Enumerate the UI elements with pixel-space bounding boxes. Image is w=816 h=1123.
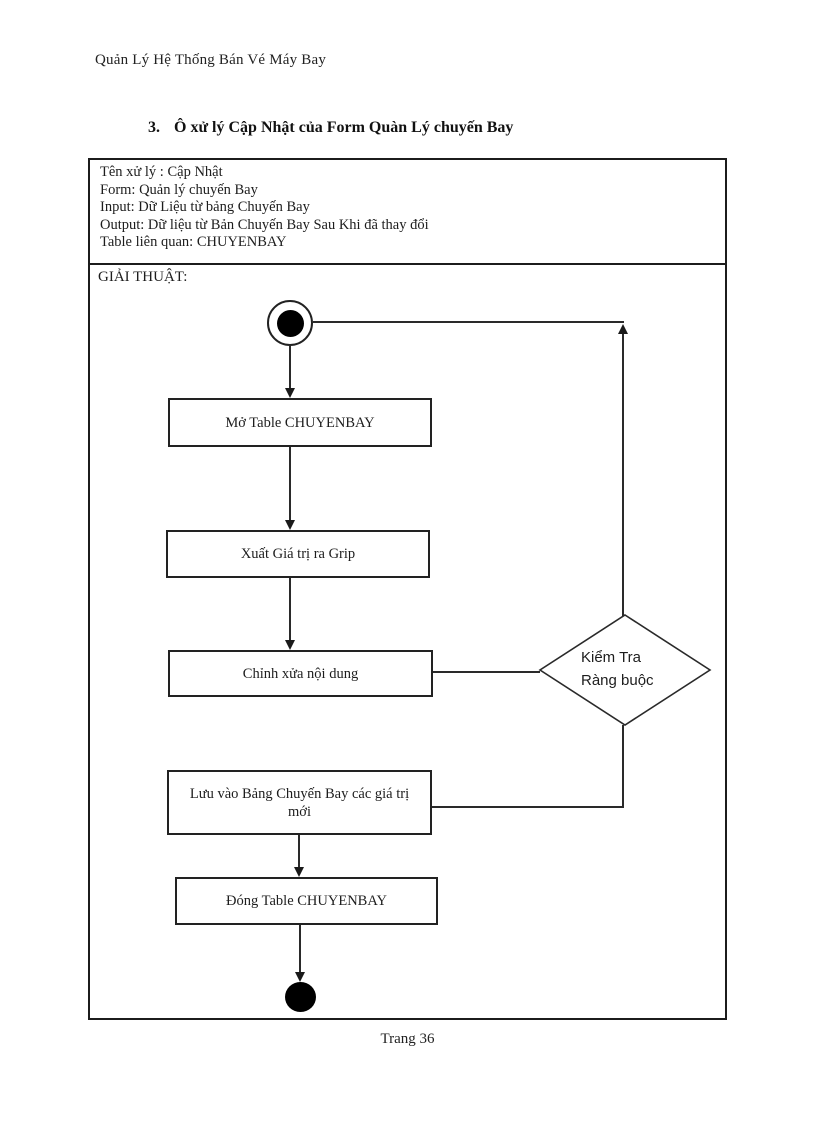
section-title: 3. Ô xử lý Cập Nhật của Form Quàn Lý chuy… [148,119,513,137]
connector-decision-down [622,725,624,808]
connector-start-box1 [289,346,291,390]
arrow-down-icon [294,867,304,877]
arrow-down-icon [295,972,305,982]
arrow-up-icon [618,324,628,334]
arrow-down-icon [285,388,295,398]
step-save-values: Lưu vào Bảng Chuyến Bay các giá trị mới [167,770,432,835]
step-output-grid: Xuất Giá trị ra Grip [166,530,430,578]
info-line-form: Form: Quản lý chuyến Bay [100,181,258,198]
info-line-output: Output: Dữ liệu từ Bản Chuyến Bay Sau Kh… [100,216,429,233]
section-title-text: Ô xử lý Cập Nhật của Form Quàn Lý chuyến… [174,119,514,136]
start-node-icon [267,300,313,346]
connector-box3-decision [433,671,540,673]
info-line-input: Input: Dữ Liệu từ bảng Chuyến Bay [100,199,310,215]
info-line-table: Table liên quan: CHUYENBAY [100,234,287,250]
decision-label: Kiểm Tra Ràng buộc [581,646,654,692]
connector-decision-box4 [432,806,624,808]
end-node-icon [285,982,316,1012]
decision-diamond [538,614,712,726]
connector-box1-box2 [289,447,291,521]
connector-box2-box3 [289,578,291,641]
arrow-down-icon [285,520,295,530]
info-line-ten-xu-ly: Tên xử lý : Cập Nhật [100,164,223,180]
process-spec-card: Tên xử lý : Cập Nhật Form: Quản lý chuyế… [88,158,727,1020]
page-footer: Trang 36 [380,1031,435,1047]
step-edit-content: Chỉnh xửa nội dung [168,650,433,697]
page-header: Quản Lý Hệ Thống Bán Vé Máy Bay [95,52,327,68]
connector-box5-end [299,925,301,973]
section-number: 3. [148,119,160,136]
decision-label-line2: Ràng buộc [581,672,654,689]
step-close-table: Đóng Table CHUYENBAY [175,877,438,925]
process-info-block: Tên xử lý : Cập Nhật Form: Quản lý chuyế… [90,160,725,265]
step-open-table: Mở Table CHUYENBAY [168,398,432,447]
arrow-down-icon [285,640,295,650]
decision-label-line1: Kiểm Tra [581,649,642,666]
connector-loop-horizontal [313,321,624,323]
start-node-core [276,309,304,337]
connector-loop-vertical [622,334,624,616]
algorithm-label: GIẢI THUẬT: [98,269,188,285]
connector-box4-box5 [298,835,300,868]
